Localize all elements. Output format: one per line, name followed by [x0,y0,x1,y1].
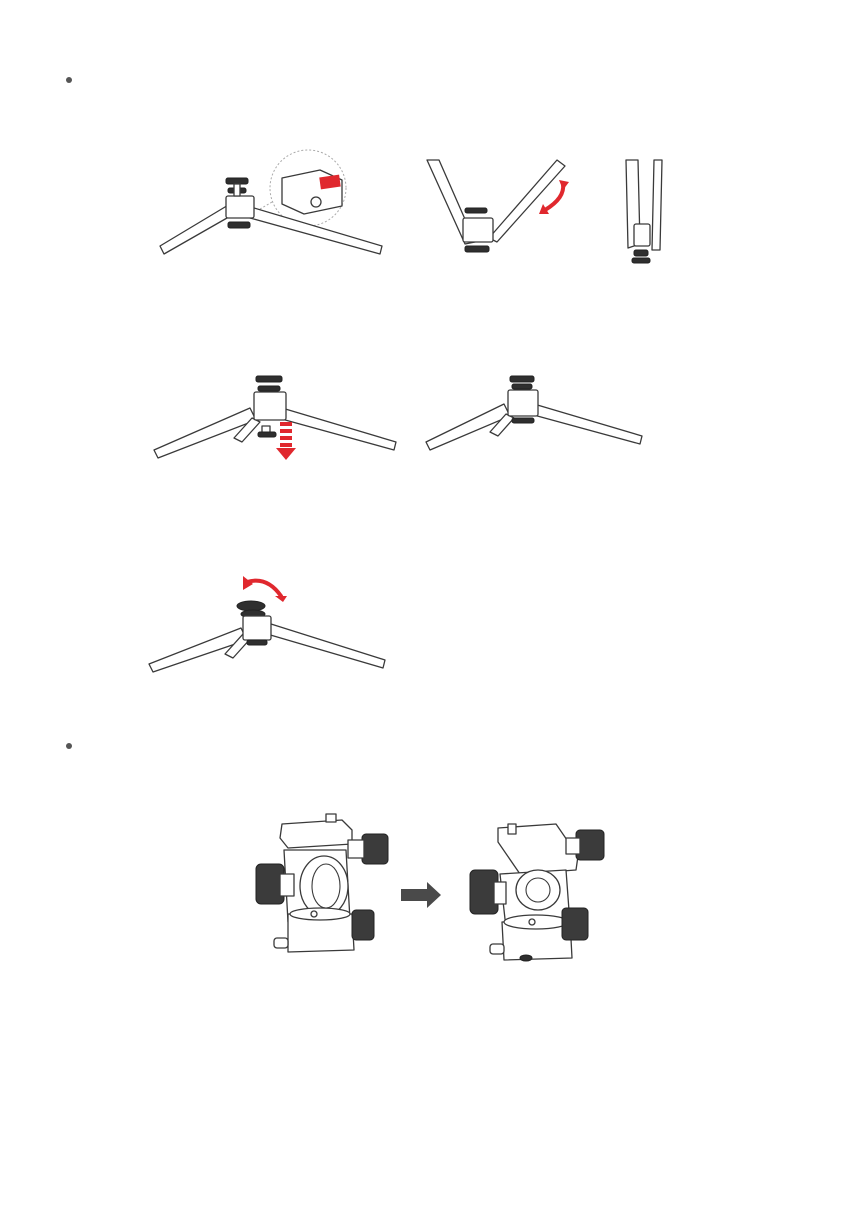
tripod-rotate-arrow-icon [143,572,393,682]
ball-head-plate-icon [252,810,397,960]
arrow-right-icon [401,882,441,908]
tripod-screw-down-arrow-icon [148,372,403,467]
bullet-section-1 [66,77,72,83]
tripod-with-lock-zoom-icon [150,150,390,260]
ball-head-rotated-icon [466,820,611,970]
tripod-folded-icon [618,160,668,270]
tripod-standard-icon [420,372,650,457]
bullet-section-2 [66,743,72,749]
tripod-folding-arrow-icon [425,158,575,258]
